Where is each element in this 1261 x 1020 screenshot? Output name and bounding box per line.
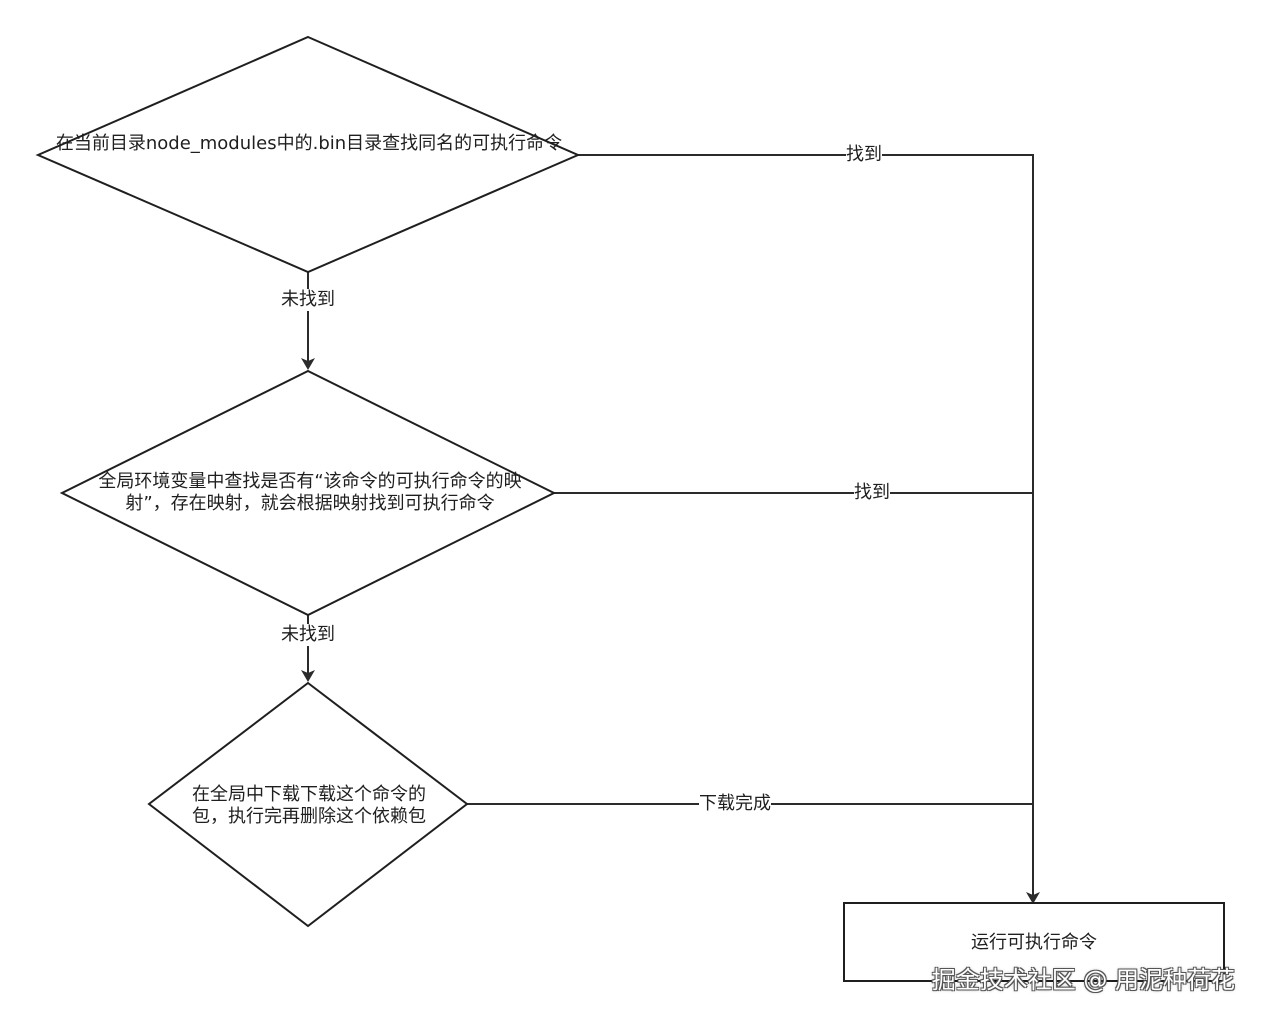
decision-local-bin-text: 在当前目录node_modules中的.bin目录查找同名的可执行命令 (55, 133, 563, 154)
edge-global-found-label: 找到 (854, 482, 890, 504)
run-command-text: 运行可执行命令 (971, 932, 1097, 953)
edge-local-found-label: 找到 (846, 144, 882, 166)
decision-global-env-text: 全局环境变量中查找是否有“该命令的可执行命令的映射”，存在映射，就会根据映射找到… (98, 471, 522, 514)
decision-global-env-shape (59, 369, 557, 617)
edge-local-found (578, 154, 1040, 904)
decision-download-shape (147, 681, 469, 928)
edge-local-not-found-label: 未找到 (281, 289, 335, 311)
edge-global-not-found-label: 未找到 (281, 624, 335, 646)
decision-local-bin-shape (35, 35, 581, 274)
run-command-shape (843, 902, 1225, 982)
watermark: 掘金技术社区 @ 用泥种荷花 (931, 966, 1235, 994)
edge-download-done-label: 下载完成 (699, 793, 771, 815)
decision-download-text: 在全局中下载下载这个命令的包，执行完再删除这个依赖包 (192, 784, 426, 827)
